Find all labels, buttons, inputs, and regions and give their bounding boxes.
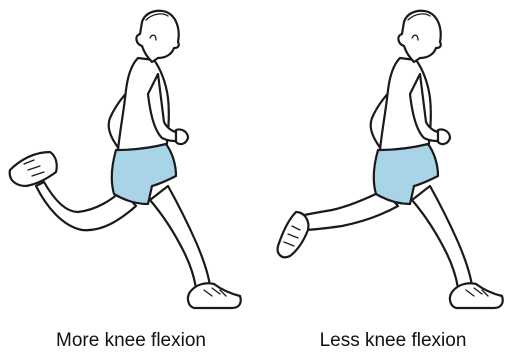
panel-less-knee-flexion: Less knee flexion	[262, 0, 523, 356]
head-icon	[398, 11, 440, 62]
panel-more-knee-flexion: More knee flexion	[0, 0, 262, 356]
head-icon	[136, 11, 178, 62]
front-shoe-icon	[450, 283, 503, 308]
rear-shoe-icon	[278, 212, 309, 257]
runner-illustration-more-flexion	[0, 0, 262, 318]
runner-illustration-less-flexion	[262, 0, 523, 318]
rear-shoe-icon	[10, 152, 57, 186]
caption-less-knee-flexion: Less knee flexion	[262, 330, 523, 352]
caption-more-knee-flexion: More knee flexion	[0, 330, 262, 352]
front-shoe-icon	[188, 283, 241, 308]
